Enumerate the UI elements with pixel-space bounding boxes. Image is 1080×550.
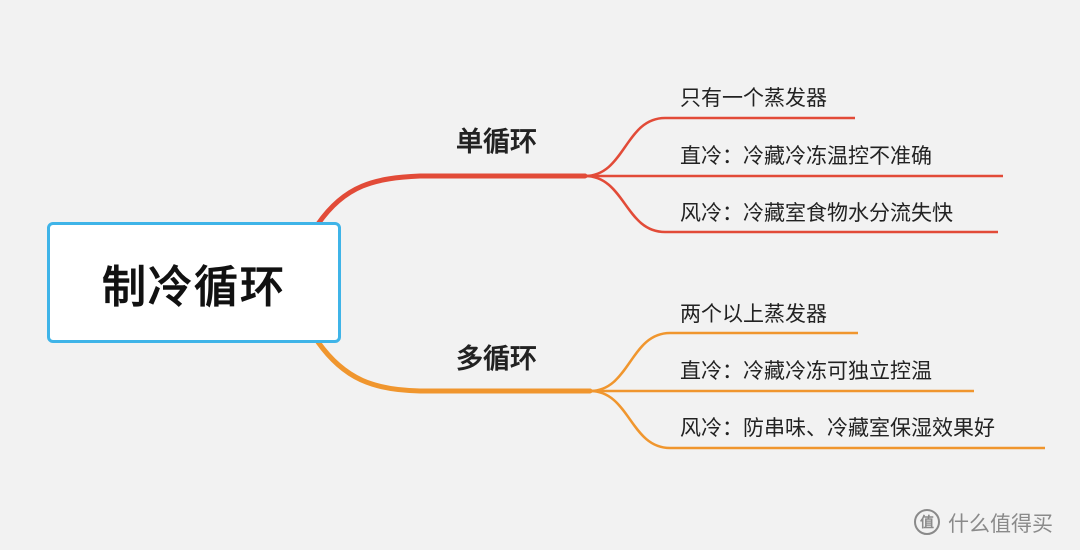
leaf-single-3[interactable]: 风冷：冷藏室食物水分流失快 [680,201,953,225]
leaf-single-1[interactable]: 只有一个蒸发器 [680,86,827,110]
leaf-multi-3[interactable]: 风冷：防串味、冷藏室保湿效果好 [680,416,995,440]
leaf-connector-single-1 [584,116,855,178]
branch-connector-single [315,173,588,227]
branch-multi-label[interactable]: 多循环 [456,344,537,375]
watermark-text: 什么值得买 [948,512,1053,536]
leaf-multi-1[interactable]: 两个以上蒸发器 [680,302,827,326]
watermark-glyph: 值 [920,515,934,531]
leaf-connector-multi-3 [589,389,1045,450]
root-node-label: 制冷循环 [102,261,286,313]
leaf-single-2[interactable]: 直冷：冷藏冷冻温控不准确 [680,144,932,168]
root-node[interactable]: 制冷循环 [47,222,341,343]
zhi-logo-icon: 值 [914,509,940,535]
leaf-connector-multi-1 [589,331,858,393]
leaf-connector-single-3 [584,174,998,234]
branch-connector-multi [315,339,593,394]
leaf-multi-2[interactable]: 直冷：冷藏冷冻可独立控温 [680,359,932,383]
branch-single-label[interactable]: 单循环 [456,127,537,158]
